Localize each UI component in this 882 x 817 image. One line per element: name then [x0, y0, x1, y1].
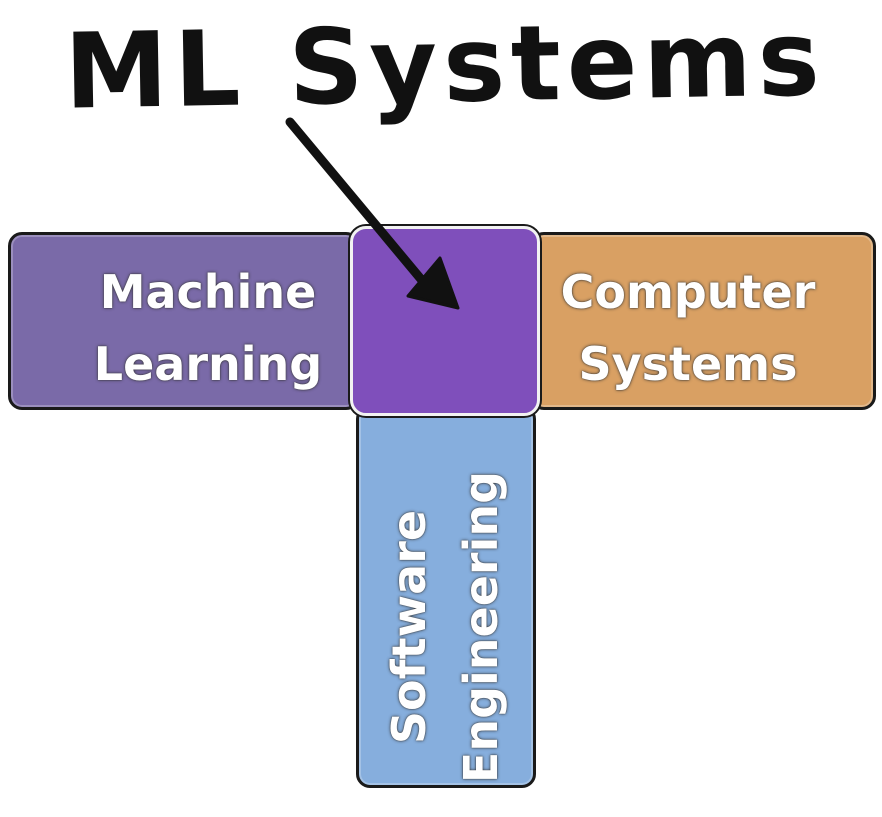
ml-systems-intersection	[350, 226, 540, 416]
software-engineering-label-line2: Engineering	[454, 470, 508, 784]
diagram-title: ML Systems	[63, 0, 827, 133]
computer-systems-label: Computer Systems	[538, 256, 838, 400]
software-engineering-label: Software Engineering	[373, 437, 517, 817]
software-engineering-label-line1: Software	[382, 509, 436, 745]
computer-systems-label-line2: Systems	[578, 337, 798, 391]
computer-systems-box	[530, 232, 876, 410]
software-engineering-box	[356, 405, 536, 788]
machine-learning-label-line2: Learning	[93, 337, 323, 391]
computer-systems-label-line1: Computer	[560, 265, 816, 319]
machine-learning-label: Machine Learning	[68, 256, 348, 400]
machine-learning-label-line1: Machine	[99, 265, 317, 319]
